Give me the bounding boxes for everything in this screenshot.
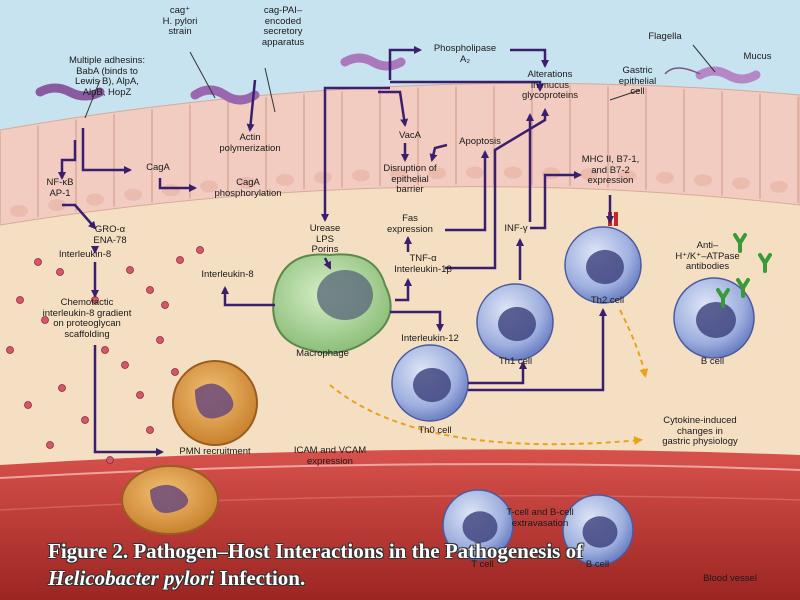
epithelial-cells bbox=[0, 85, 799, 223]
arrow-apop-disrupt bbox=[429, 143, 448, 162]
arrow-cagA-phos bbox=[158, 178, 197, 192]
label-caga-phos: CagA phosphorylation bbox=[214, 177, 282, 199]
arrow-bact-vaca bbox=[378, 90, 409, 127]
label-th2: Th2 cell bbox=[590, 295, 625, 306]
arrow-chemo-pmn bbox=[93, 345, 164, 456]
label-blood-vessel: Blood vessel bbox=[703, 573, 757, 584]
label-icam: ICAM and VCAM expression bbox=[293, 445, 367, 467]
label-inf: INF-γ bbox=[504, 223, 528, 234]
label-il8-mid: Interleukin-8 bbox=[201, 269, 254, 280]
macrophage-cell bbox=[272, 253, 392, 354]
label-urease: Urease LPS Porins bbox=[309, 223, 341, 255]
label-vaca: VacA bbox=[398, 130, 421, 141]
t-cell-vessel bbox=[442, 489, 514, 561]
arrow-th0-th1 bbox=[468, 361, 527, 385]
dashed-arrows bbox=[329, 309, 649, 446]
arrow-adhesin-cagA bbox=[81, 128, 132, 174]
label-th0: Th0 cell bbox=[418, 425, 452, 436]
label-pmn: PMN recruitment bbox=[179, 446, 251, 457]
arrow-mac-il8 bbox=[221, 286, 275, 307]
label-macrophage: Macrophage bbox=[296, 348, 349, 359]
label-disruption: Disruption of epithelial barrier bbox=[383, 163, 437, 195]
arrow-mac-tnf bbox=[395, 278, 412, 302]
arrow-bact-urease bbox=[321, 86, 390, 222]
pmn-cell bbox=[172, 360, 258, 446]
label-cag-pai: cag-PAI– encoded secretory apparatus bbox=[261, 5, 305, 48]
label-apoptosis: Apoptosis bbox=[459, 136, 501, 147]
label-nfkb: NF-κB AP-1 bbox=[46, 177, 74, 199]
b-cell-vessel bbox=[562, 494, 634, 566]
figure-caption: Figure 2. Pathogen–Host Interactions in … bbox=[48, 538, 768, 592]
arrow-nfkb-gro bbox=[62, 203, 97, 230]
h-pylori-bacterium bbox=[35, 53, 761, 105]
arrow-tnf-alter bbox=[445, 108, 549, 270]
arrow-phospho-alter bbox=[510, 48, 549, 68]
label-mucus: Mucus bbox=[743, 51, 772, 62]
label-flagella: Flagella bbox=[648, 31, 682, 42]
b-cell bbox=[673, 277, 755, 359]
th1-cell bbox=[476, 283, 554, 361]
label-gastric-cell: Gastric epithelial cell bbox=[618, 65, 657, 97]
label-il12: Interleukin-12 bbox=[401, 333, 459, 344]
label-adhesins: Multiple adhesins: BabA (binds to Lewis … bbox=[68, 55, 146, 98]
leader-lines bbox=[84, 44, 716, 119]
arrow-th0-th2 bbox=[468, 308, 607, 392]
label-cag-strain: cag⁺ H. pylori strain bbox=[162, 5, 198, 37]
label-il8-left: Interleukin-8 bbox=[58, 249, 112, 260]
label-bcell2: B cell bbox=[585, 559, 610, 570]
label-chemotactic: Chemotactic interleukin-8 gradient on pr… bbox=[42, 297, 132, 340]
label-tcell: T cell bbox=[471, 559, 494, 570]
pmn-cell-vessel bbox=[121, 465, 219, 535]
arrow-bact-phospho bbox=[388, 46, 422, 80]
arrow-adhesin-nfkb bbox=[58, 140, 77, 180]
antibodies bbox=[716, 233, 772, 308]
arrow-urease-mac bbox=[323, 257, 332, 270]
label-actin: Actin polymerization bbox=[219, 132, 281, 154]
caption-main: Figure 2. Pathogen–Host Interactions in … bbox=[48, 539, 584, 563]
th0-cell bbox=[391, 344, 469, 422]
dashed-arrow-th2 bbox=[619, 309, 649, 378]
arrow-mac-il12 bbox=[390, 310, 444, 332]
label-tcell-b: T-cell and B-cell extravasation bbox=[506, 507, 574, 529]
label-gro: GRO-α ENA-78 bbox=[93, 224, 127, 246]
arrow-fas-apop bbox=[445, 150, 489, 232]
label-tnf: TNF-α Interleukin-1β bbox=[394, 253, 452, 275]
label-anti-atpase: Anti– H⁺/K⁺–ATPase antibodies bbox=[675, 240, 740, 272]
label-caga: CagA bbox=[146, 162, 170, 173]
th2-cell bbox=[564, 226, 642, 304]
interleukin-8-particles bbox=[6, 246, 204, 464]
arrow-cag-actin bbox=[246, 79, 257, 132]
label-mhc: MHC II, B7-1, and B7-2 expression bbox=[581, 154, 640, 186]
dashed-arrow-cytokine bbox=[329, 384, 643, 446]
label-bcell: B cell bbox=[700, 356, 725, 367]
label-th1: Th1 cell bbox=[498, 356, 533, 367]
epithelium-layer bbox=[0, 82, 800, 226]
arrow-inf-mhc bbox=[530, 171, 582, 230]
pathway-arrows bbox=[58, 46, 614, 456]
caption-tail: Infection. bbox=[214, 566, 306, 590]
arrow-bact-alter bbox=[390, 80, 544, 92]
label-alterations: Alterations in mucus glycoproteins bbox=[522, 69, 578, 101]
label-cytokine: Cytokine-induced changes in gastric phys… bbox=[662, 415, 738, 447]
label-phospholipase: Phospholipase A₂ bbox=[433, 43, 497, 65]
caption-italic: Helicobacter pylori bbox=[48, 566, 215, 590]
label-fas: Fas expression bbox=[387, 213, 433, 235]
